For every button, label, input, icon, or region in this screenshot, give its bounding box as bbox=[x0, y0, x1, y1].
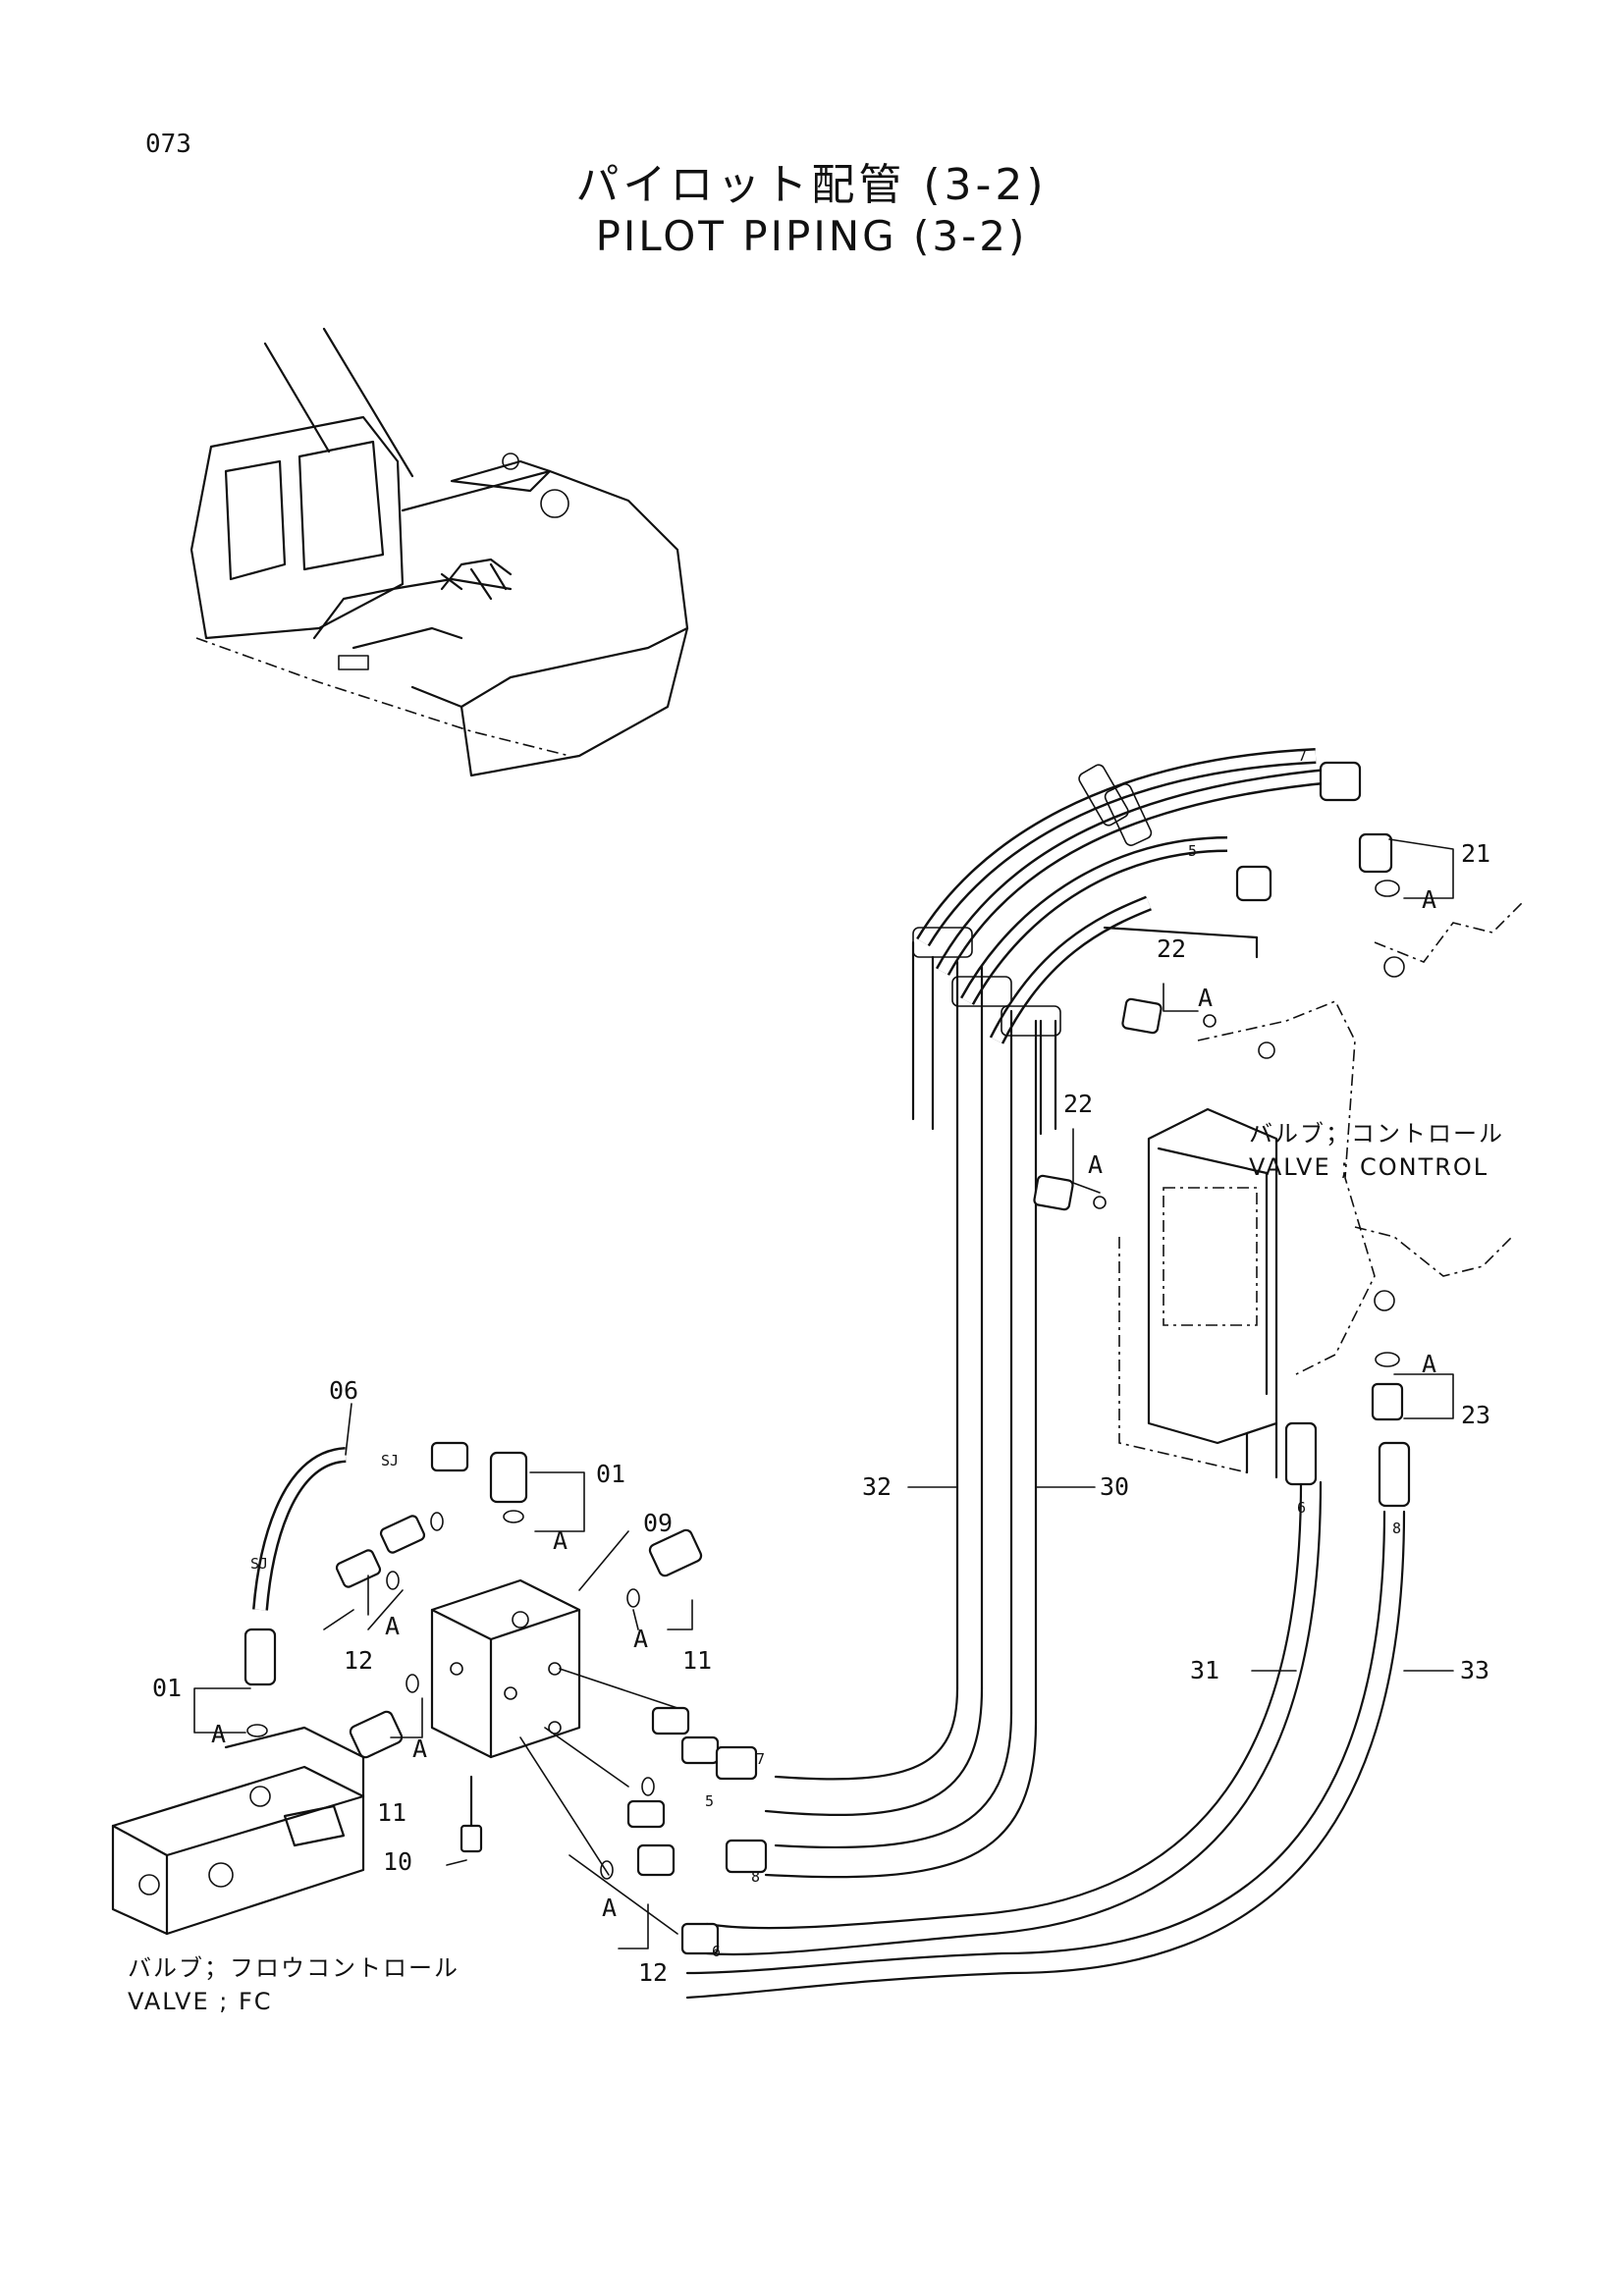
callout-01-upper: 01 bbox=[596, 1460, 625, 1488]
excavator-locator-illustration bbox=[189, 327, 689, 777]
control-valve-label: バルブ；コントロール VALVE ; CONTROL bbox=[1249, 1117, 1504, 1184]
callout-22-upper: 22 bbox=[1157, 934, 1186, 963]
callout-11-left: 11 bbox=[377, 1798, 406, 1827]
pilot-hose-bundle bbox=[685, 748, 1406, 2000]
hose-end-6-upper: 6 bbox=[1297, 1499, 1306, 1517]
oring-mark-a-22-upper: A bbox=[1198, 984, 1213, 1012]
callout-11-right: 11 bbox=[682, 1646, 712, 1675]
oring-mark-a-21: A bbox=[1422, 885, 1436, 914]
hose-end-7-upper: 7 bbox=[1298, 747, 1307, 765]
oring-mark-a-23: A bbox=[1422, 1350, 1436, 1378]
callout-09: 09 bbox=[643, 1509, 673, 1537]
fc-valve-label: バルブ；フロウコントロール VALVE ; FC bbox=[128, 1951, 460, 2018]
hose-end-8-lower: 8 bbox=[751, 1868, 760, 1886]
fc-valve-label-en: VALVE ; FC bbox=[128, 1988, 273, 2015]
oring-mark-a-12-upper: A bbox=[385, 1612, 400, 1640]
fc-valve-assembly bbox=[111, 1441, 768, 1955]
callout-06: 06 bbox=[329, 1376, 358, 1405]
part-callouts: 21 22 22 23 30 31 32 33 06 01 01 09 10 1… bbox=[152, 747, 1490, 1987]
sj-mark-lower: SJ bbox=[250, 1555, 268, 1573]
callout-22-lower: 22 bbox=[1063, 1090, 1093, 1118]
hose-end-5-lower: 5 bbox=[705, 1792, 714, 1810]
callout-10: 10 bbox=[383, 1847, 412, 1876]
oring-mark-a-11-right: A bbox=[633, 1625, 648, 1653]
callout-01-lower: 01 bbox=[152, 1674, 182, 1702]
callout-33: 33 bbox=[1460, 1656, 1489, 1684]
fc-valve-label-jp: バルブ；フロウコントロール bbox=[128, 1954, 460, 1982]
page-number: 073 bbox=[145, 130, 191, 159]
oring-mark-a-11-left: A bbox=[412, 1735, 427, 1763]
callout-32: 32 bbox=[862, 1472, 892, 1501]
callout-12-lower: 12 bbox=[638, 1958, 668, 1987]
hose-end-7-lower: 7 bbox=[756, 1750, 765, 1768]
sj-mark-upper: SJ bbox=[381, 1452, 399, 1469]
oring-mark-a-01-lower: A bbox=[211, 1720, 226, 1748]
oring-mark-a-01-upper: A bbox=[553, 1526, 568, 1555]
oring-mark-a-12-lower: A bbox=[602, 1894, 617, 1922]
leader-lines bbox=[193, 838, 1454, 1949]
hose-end-6-lower: 6 bbox=[712, 1943, 721, 1960]
page-title-japanese: パイロット配管 (3-2) bbox=[575, 160, 1048, 210]
callout-30: 30 bbox=[1100, 1472, 1129, 1501]
control-valve-body bbox=[1033, 761, 1523, 1508]
callout-12-upper: 12 bbox=[344, 1646, 373, 1675]
control-valve-label-jp: バルブ；コントロール bbox=[1249, 1120, 1504, 1148]
callout-23: 23 bbox=[1461, 1401, 1490, 1429]
hose-end-5-upper: 5 bbox=[1188, 842, 1197, 860]
hose-end-8-upper: 8 bbox=[1392, 1520, 1401, 1537]
page-title-english: PILOT PIPING (3-2) bbox=[595, 212, 1028, 260]
control-valve-label-en: VALVE ; CONTROL bbox=[1249, 1153, 1489, 1181]
oring-mark-a-22-lower: A bbox=[1088, 1150, 1103, 1179]
callout-31: 31 bbox=[1190, 1656, 1219, 1684]
callout-21: 21 bbox=[1461, 839, 1490, 868]
